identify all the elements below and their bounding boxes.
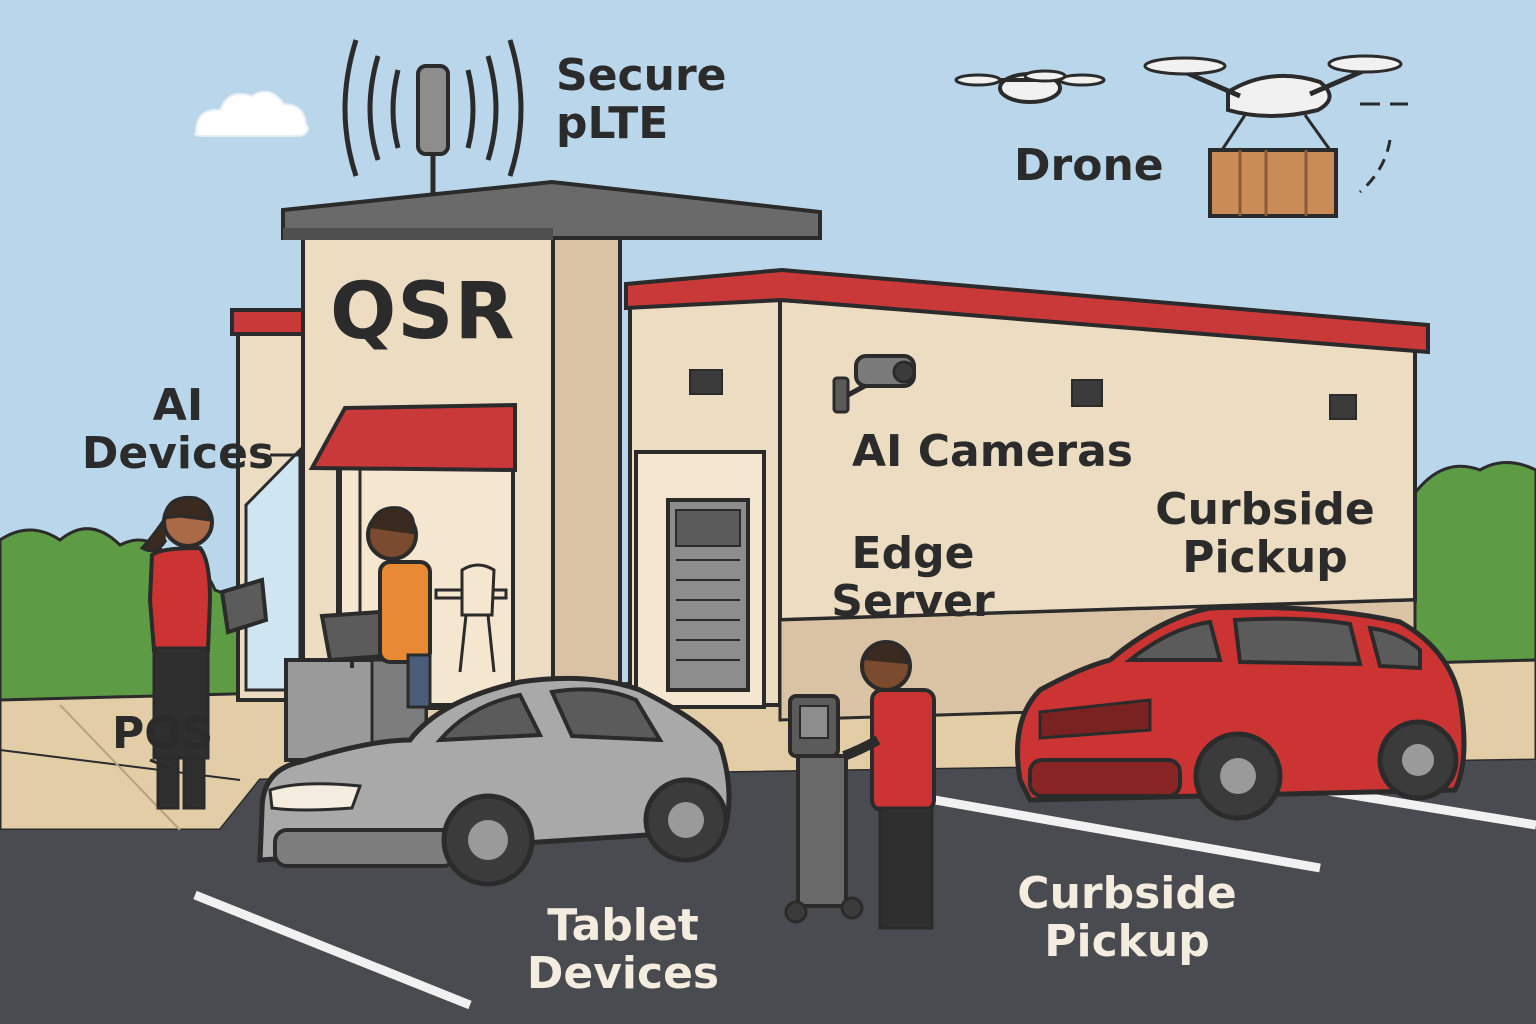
parking-line (193, 890, 472, 1010)
vent (689, 369, 723, 395)
tablet-icon (219, 577, 269, 635)
label-pos: POS (112, 708, 214, 759)
label-edge-server: Edge Server (828, 530, 998, 625)
car-window (435, 692, 544, 743)
car-window (1232, 616, 1363, 667)
label-tablet-line1: Tablet (547, 900, 699, 951)
label-qsr: QSR (330, 267, 516, 357)
package-box (1208, 148, 1338, 218)
building-left-wing (230, 308, 314, 702)
gray-car (257, 675, 732, 887)
staff-at-kiosk (842, 640, 936, 930)
label-curbside-bottom-line2: Pickup (1044, 915, 1210, 967)
worker-window (366, 506, 432, 709)
label-ai-devices-line1: AI (152, 380, 204, 431)
vent (1329, 394, 1357, 420)
vent (1071, 379, 1103, 407)
parking-line (934, 795, 1321, 873)
label-edge-server-line1: Edge (851, 528, 975, 579)
label-tablet-devices: Tablet Devices (518, 902, 728, 997)
label-curbside-pickup-top: Curbside Pickup (1150, 486, 1380, 581)
car-window (1124, 619, 1223, 662)
kiosk-cart (784, 694, 864, 924)
staff-with-tablet (139, 495, 269, 810)
label-drone: Drone (1014, 140, 1164, 191)
drone-small-icon (954, 69, 1106, 104)
antenna-icon (342, 39, 524, 196)
label-curbside-pickup-bottom: Curbside Pickup (1012, 870, 1242, 965)
label-curbside-bottom-line1: Curbside (1017, 868, 1237, 919)
car-window (1367, 625, 1422, 671)
label-secure-plte: Secure pLTE (556, 52, 726, 147)
label-ai-devices-line2: Devices (81, 427, 275, 479)
edge-server-rack (634, 450, 766, 709)
cloud-icon (194, 90, 309, 137)
drone-large-icon (1143, 54, 1408, 218)
pos-terminal-icon (319, 609, 389, 663)
label-curbside-top-line2: Pickup (1182, 531, 1348, 583)
label-curbside-top-line1: Curbside (1155, 484, 1375, 535)
leader-line (149, 758, 171, 770)
car-window (549, 687, 664, 743)
label-tablet-line2: Devices (526, 947, 720, 999)
label-ai-cameras: AI Cameras (852, 426, 1133, 477)
label-ai-devices: AI Devices (78, 382, 278, 477)
security-camera-icon (832, 354, 916, 414)
label-edge-server-line2: Server (831, 575, 995, 627)
red-car (1015, 604, 1467, 821)
label-secure-plte-line1: Secure (556, 50, 727, 101)
label-secure-plte-line2: pLTE (556, 97, 669, 149)
dining-chair (434, 563, 508, 673)
